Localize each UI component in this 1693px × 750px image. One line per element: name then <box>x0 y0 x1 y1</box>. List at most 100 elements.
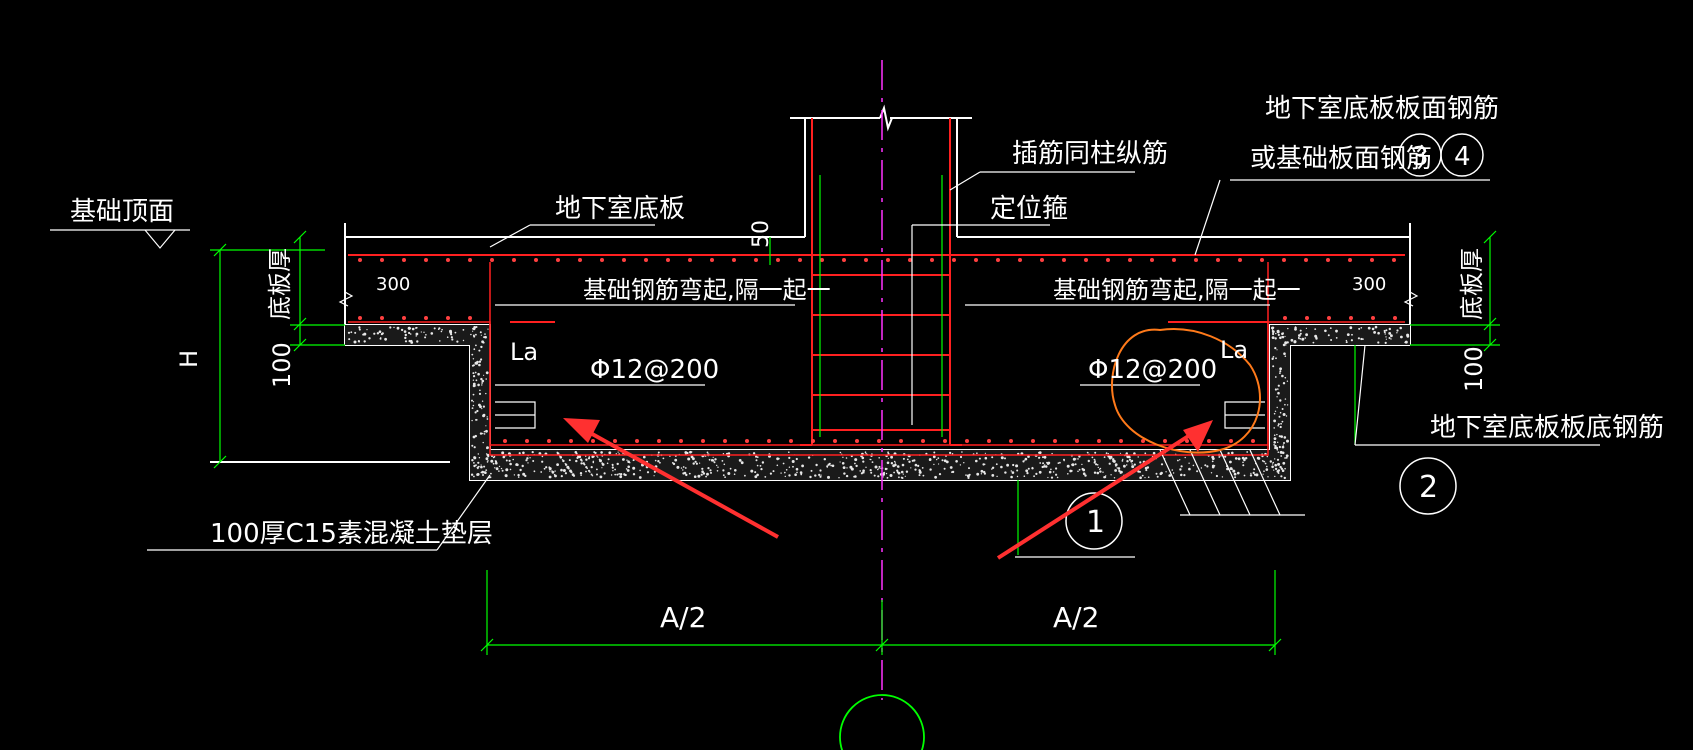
cushion-texture-dot <box>1015 464 1019 468</box>
cushion-texture-dot <box>978 457 981 460</box>
cushion-texture-dot <box>734 469 737 472</box>
cushion-texture-dot <box>1274 475 1276 478</box>
cushion-texture-dot <box>462 329 465 331</box>
cushion-texture-dot <box>1016 475 1019 478</box>
cushion-texture-dot <box>1275 357 1277 360</box>
cushion-texture-dot <box>1286 439 1289 443</box>
cushion-texture-dot <box>1183 474 1186 477</box>
cushion-texture-dot <box>1188 467 1191 471</box>
dim-a2-left: A/2 <box>660 601 706 634</box>
dim-300-left: 300 <box>376 274 410 295</box>
cushion-texture-dot <box>1051 452 1053 455</box>
cushion-texture-dot <box>508 459 511 462</box>
cushion-texture-dot <box>943 459 947 463</box>
cushion-texture-dot <box>1144 477 1146 479</box>
cushion-texture-dot <box>376 332 380 335</box>
cushion-texture-dot <box>827 463 830 466</box>
cushion-texture-dot <box>1324 329 1327 333</box>
cushion-texture-dot <box>792 465 794 468</box>
cushion-texture-dot <box>1327 334 1330 337</box>
rebar-dot <box>1106 258 1110 262</box>
rebar-dot <box>701 439 705 443</box>
rebar-dot <box>424 316 428 320</box>
cushion-texture-dot <box>901 477 904 479</box>
cushion-texture-dot <box>601 463 605 466</box>
dim-100-right: 100 <box>1460 346 1488 392</box>
cushion-texture-dot <box>484 471 487 475</box>
cushion-texture-dot <box>654 459 657 462</box>
cushion-texture-dot <box>904 475 906 477</box>
cushion-texture-dot <box>478 349 481 352</box>
cushion-texture-dot <box>1283 476 1287 480</box>
rebar-dot <box>745 439 749 443</box>
cushion-texture-dot <box>500 467 503 470</box>
cushion-texture-dot <box>415 327 417 329</box>
cushion-texture-dot <box>810 469 813 472</box>
cushion-texture-dot <box>1159 472 1163 476</box>
cushion-texture-dot <box>1406 334 1410 338</box>
rebar-dot <box>468 316 472 320</box>
cushion-texture-dot <box>384 337 387 341</box>
cushion-texture-dot <box>1271 330 1275 333</box>
cushion-texture-dot <box>1056 476 1059 479</box>
cushion-texture-dot <box>485 371 489 375</box>
cushion-texture-dot <box>1274 458 1276 460</box>
cushion-texture-dot <box>441 328 443 331</box>
cushion-texture-dot <box>695 462 699 465</box>
cushion-texture-dot <box>846 467 848 469</box>
cushion-texture-dot <box>578 456 581 459</box>
cushion-texture-dot <box>1126 460 1129 463</box>
circle-marker-2-label: 2 <box>1419 470 1438 505</box>
cushion-texture-dot <box>1373 331 1376 334</box>
cushion-texture-dot <box>1279 372 1281 374</box>
cushion-texture-dot <box>697 474 701 478</box>
cushion-texture-dot <box>485 457 489 461</box>
cushion-texture-dot <box>799 471 803 474</box>
rebar-dot <box>767 439 771 443</box>
cushion-texture-dot <box>1038 451 1040 454</box>
cushion-texture-dot <box>842 456 844 458</box>
cushion-texture-dot <box>562 469 566 472</box>
cushion-texture-dot <box>1314 328 1317 330</box>
cushion-texture-dot <box>1131 465 1135 469</box>
rebar-dot <box>811 439 815 443</box>
cushion-texture-dot <box>1274 410 1277 412</box>
cushion-texture-dot <box>1282 413 1286 416</box>
cushion-texture-dot <box>1180 473 1183 477</box>
cushion-texture-dot <box>1277 388 1279 390</box>
cushion-texture-dot <box>580 462 583 465</box>
cushion-texture-dot <box>701 470 704 474</box>
cushion-texture-dot <box>482 474 484 476</box>
cushion-texture-dot <box>513 474 516 476</box>
cushion-texture-dot <box>485 469 488 471</box>
cushion-texture-dot <box>1237 457 1241 461</box>
label-rebar-spec-left: Φ12@200 <box>590 355 719 385</box>
cushion-texture-dot <box>532 460 535 462</box>
cushion-texture-dot <box>1374 325 1378 329</box>
rebar-dot <box>657 439 661 443</box>
cushion-texture-dot <box>996 475 998 478</box>
rebar-dot <box>1326 258 1330 262</box>
cushion-texture-dot <box>627 460 630 464</box>
cushion-texture-dot <box>477 383 480 387</box>
cushion-texture-dot <box>980 469 984 473</box>
cushion-texture-dot <box>626 459 628 461</box>
cushion-texture-dot <box>1117 467 1121 470</box>
cushion-texture-dot <box>859 470 861 472</box>
cushion-texture-dot <box>1286 341 1289 344</box>
cushion-texture-dot <box>433 327 436 330</box>
cushion-texture-dot <box>1277 391 1280 395</box>
cushion-texture-dot <box>1301 337 1305 341</box>
cushion-texture-dot <box>472 358 475 360</box>
cushion-texture-dot <box>358 327 361 329</box>
cushion-texture-dot <box>473 348 476 351</box>
cushion-texture-dot <box>1278 445 1281 449</box>
cushion-texture-dot <box>869 469 872 472</box>
rebar-dot <box>1075 439 1079 443</box>
cushion-texture-dot <box>1279 465 1282 469</box>
cushion-texture-dot <box>1184 456 1186 459</box>
rebar-dot <box>490 258 494 262</box>
cushion-texture-dot <box>794 473 797 477</box>
rebar-dot <box>679 439 683 443</box>
